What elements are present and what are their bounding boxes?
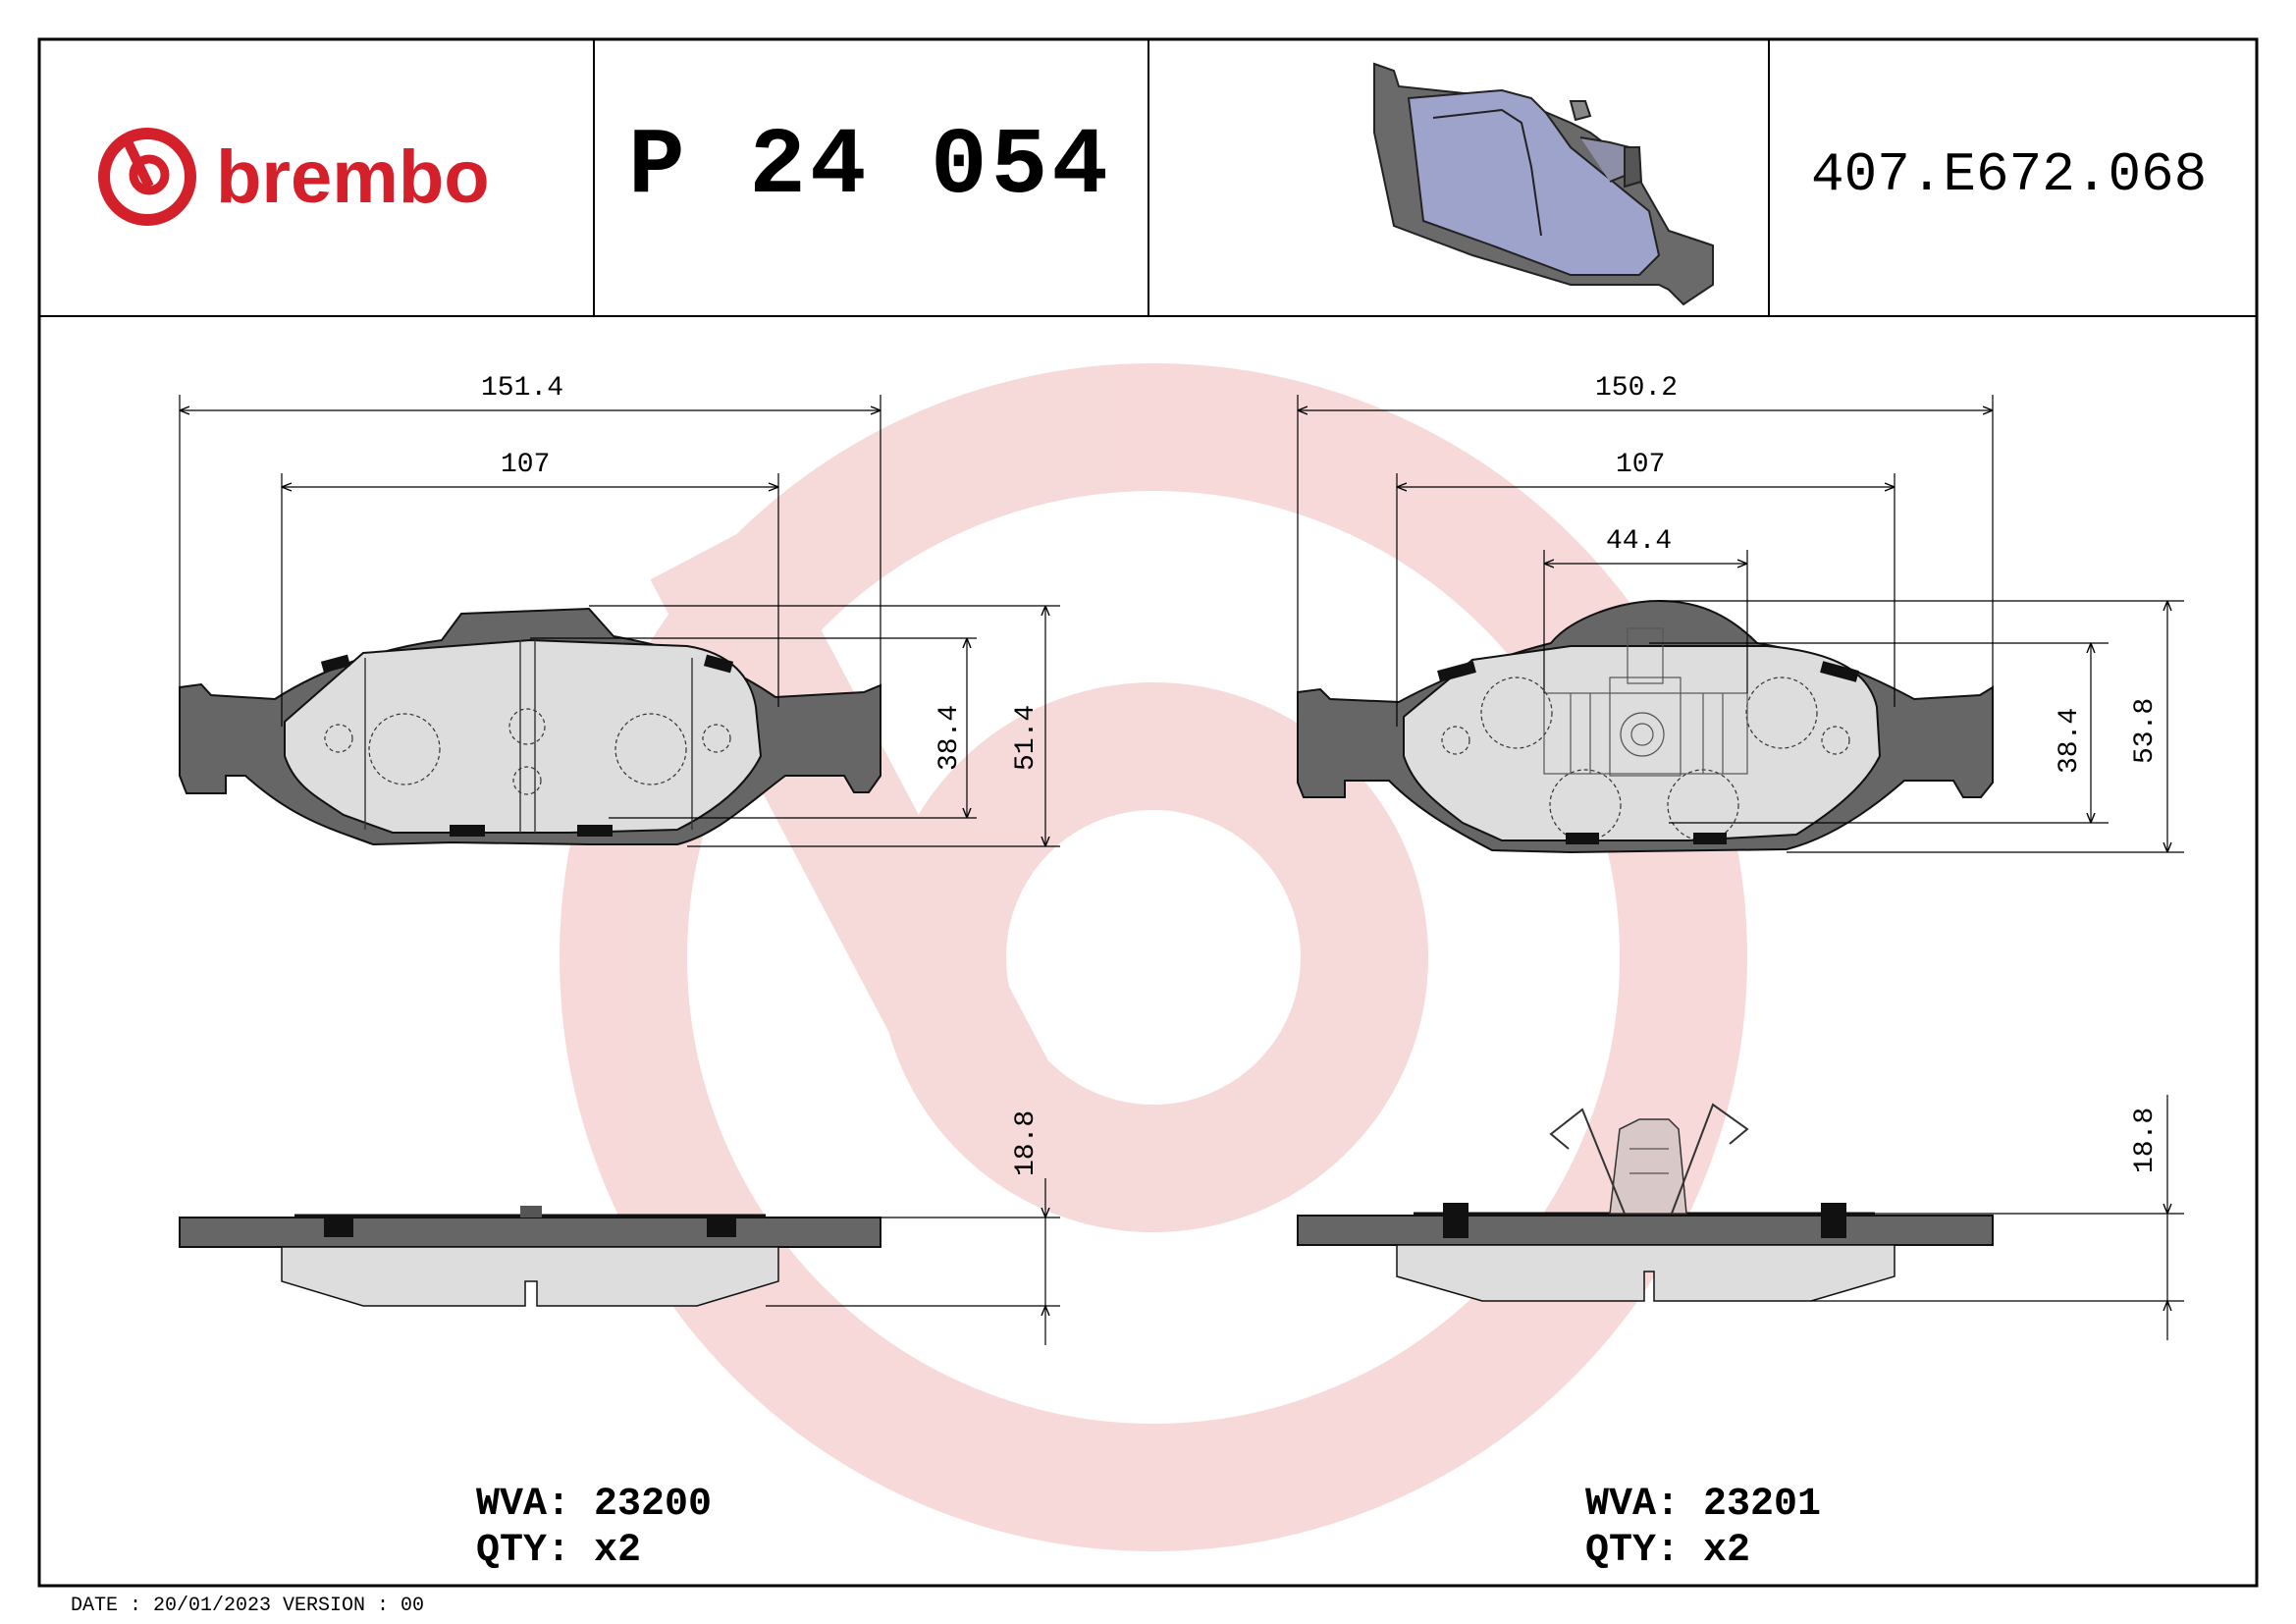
part-number: P 24 054 [628,113,1112,220]
right-thickness-dim: 18.8 [2130,1108,2161,1173]
left-thickness-dimension [766,1178,1060,1345]
right-inner-width-dim: 107 [1616,450,1665,480]
right-pad-clip-overlay [1543,627,1748,777]
right-qty-label: QTY: x2 [1585,1529,1751,1573]
right-pad-side-view [1297,1103,1994,1302]
left-qty-label: QTY: x2 [476,1529,642,1573]
brake-pad-3d-icon [1373,62,1714,306]
right-overall-width-dim: 150.2 [1595,373,1678,404]
left-height-b-dim: 51.4 [1011,705,1041,771]
reference-code: 407.E672.068 [1811,143,2208,206]
brembo-watermark-icon [560,363,1747,1551]
brembo-logo-icon [98,128,196,226]
right-clip-width-dim: 44.4 [1606,526,1672,557]
right-thickness-dimension [1811,1095,2184,1340]
date-version-footer: DATE : 20/01/2023 VERSION : 00 [71,1595,425,1617]
left-overall-width-dim: 151.4 [481,373,563,404]
title-block [37,37,2259,1588]
left-thickness-dim: 18.8 [1011,1110,1041,1176]
left-dimensions [179,395,1060,847]
left-height-a-dim: 38.4 [934,705,965,771]
right-wva-label: WVA: 23201 [1585,1483,1822,1527]
left-pad-front-view [179,607,881,846]
left-pad-side-view [179,1206,881,1307]
left-inner-width-dim: 107 [501,450,550,480]
right-pad-front-view [1297,599,1994,854]
right-dimensions [1297,395,2184,853]
right-height-b-dim: 53.8 [2130,698,2161,764]
brand-wordmark: brembo [216,135,490,219]
right-height-a-dim: 38.4 [2055,708,2085,774]
left-wva-label: WVA: 23200 [476,1483,713,1527]
